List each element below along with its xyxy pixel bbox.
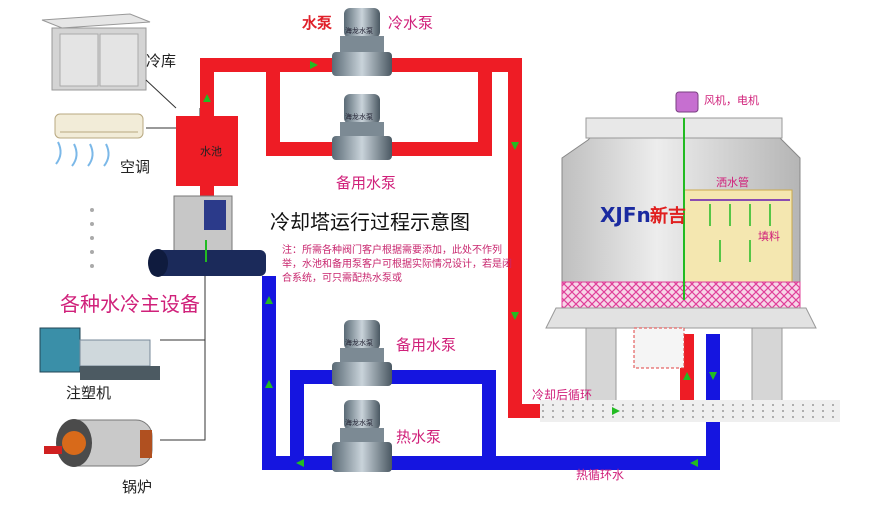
hot-return-label: 热循环水: [576, 468, 625, 482]
flow-arrows: [203, 61, 717, 467]
boiler-label: 锅炉: [122, 478, 153, 496]
hot-pump-label: 热水泵: [396, 428, 442, 446]
injection-machine-label: 注塑机: [66, 384, 112, 402]
cold-storage-label: 冷库: [146, 52, 177, 70]
cold-pump-label: 冷水泵: [388, 14, 434, 32]
cold-storage-icon: [41, 13, 151, 91]
injection-machine-icon: [39, 327, 160, 380]
pump-plates: 海龙水泵 海龙水泵 海龙水泵 海龙水泵: [345, 26, 373, 427]
cold-water-pump: [332, 8, 392, 76]
chiller-unit: [148, 195, 266, 277]
spare-pump-top-label: 备用水泵: [336, 174, 397, 192]
hot-water-pump: [332, 400, 392, 472]
svg-text:海龙水泵: 海龙水泵: [345, 338, 373, 347]
cooling-tower: XJFn 新吉: [545, 91, 817, 403]
diagram-note: 注：所需各种阀门客户根据需要添加，此处不作列举，水池和备用泵客户可根据实际情况设…: [282, 245, 512, 284]
svg-text:海龙水泵: 海龙水泵: [345, 26, 373, 35]
fan-motor-label: 风机，电机: [704, 94, 759, 107]
filler-label: 填料: [758, 230, 780, 243]
spare-pump-bottom-label: 备用水泵: [396, 336, 457, 354]
ground: [540, 400, 840, 422]
water-pump-label: 水泵: [302, 14, 333, 32]
brand-logo: XJFn: [600, 203, 651, 227]
brand-cn: 新吉: [650, 205, 686, 227]
cooled-return-label: 冷却后循环: [532, 388, 593, 402]
svg-text:海龙水泵: 海龙水泵: [345, 112, 373, 121]
spare-pump-top: [332, 94, 392, 160]
sprinkler-pipe-label: 洒水管: [716, 176, 749, 189]
spare-pump-bottom: [332, 320, 392, 386]
main-equipment-label: 各种水冷主设备: [60, 292, 200, 316]
ac-label: 空调: [120, 158, 151, 176]
svg-text:海龙水泵: 海龙水泵: [345, 418, 373, 427]
diagram-title: 冷却塔运行过程示意图: [270, 210, 470, 234]
boiler-icon: [44, 419, 153, 467]
dotted-connector: [90, 208, 94, 268]
spray-arrows: [709, 204, 771, 262]
pool-label: 水池: [200, 145, 222, 158]
air-conditioner-icon: [54, 113, 144, 167]
